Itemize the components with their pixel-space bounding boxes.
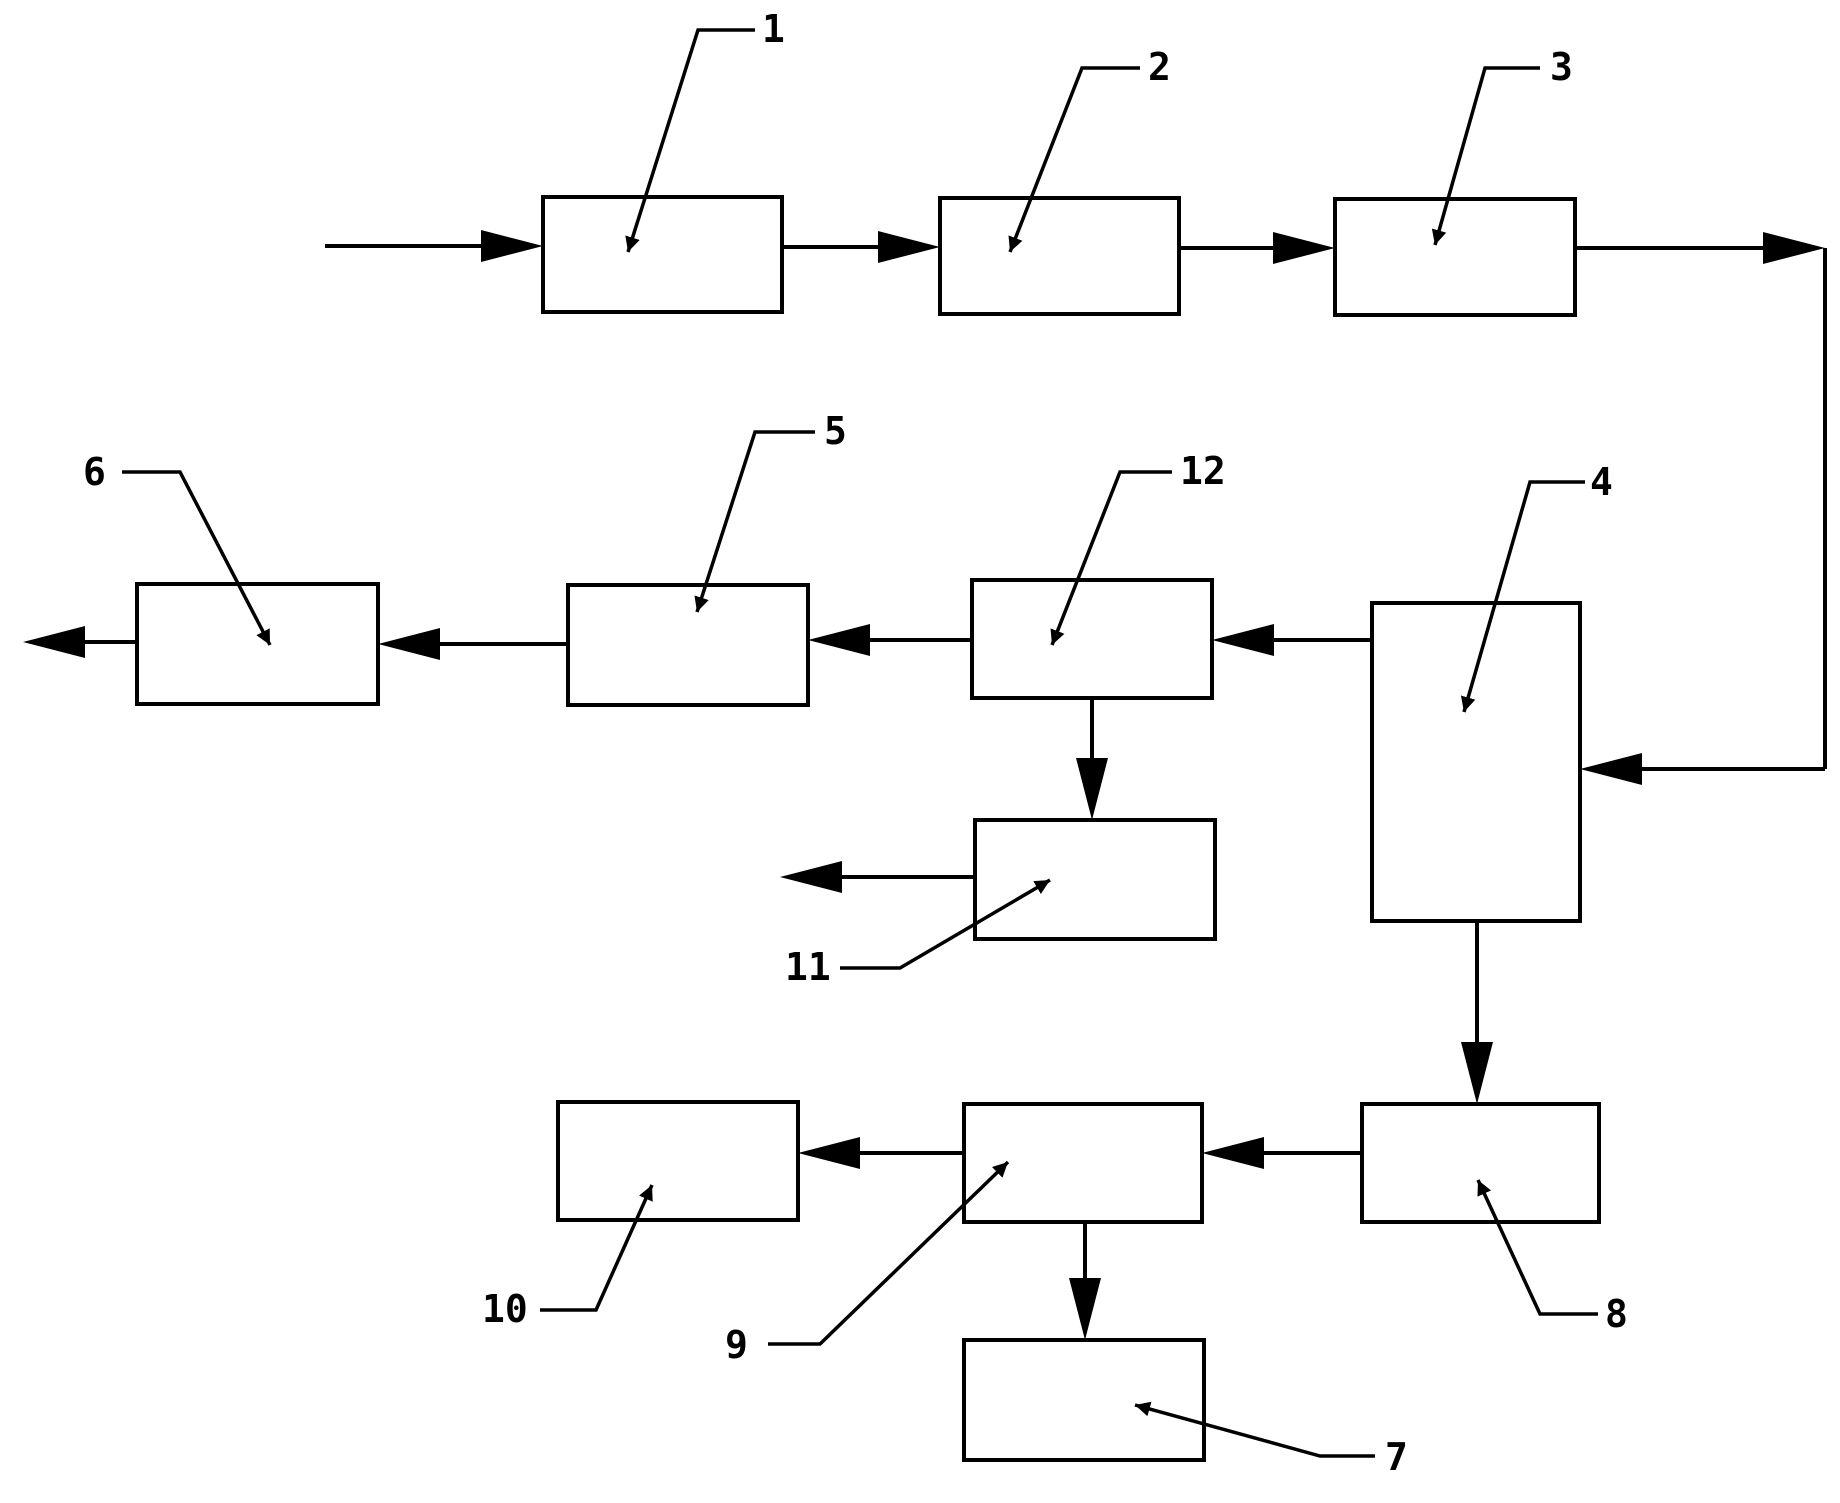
leader-line-8 xyxy=(1476,1179,1598,1316)
ref-label-8: 8 xyxy=(1605,1292,1628,1336)
leader-line-10 xyxy=(540,1184,654,1312)
leader-line-12 xyxy=(1050,470,1172,646)
leader-line-2 xyxy=(1008,66,1140,253)
flow-12-to-5 xyxy=(808,624,972,656)
ref-label-2: 2 xyxy=(1148,45,1171,89)
block-9 xyxy=(962,1102,1204,1224)
block-7 xyxy=(962,1338,1206,1462)
flow-12-to-11 xyxy=(1076,698,1108,820)
block-11 xyxy=(973,818,1217,941)
leader-line-5 xyxy=(694,430,815,613)
ref-label-12: 12 xyxy=(1180,449,1226,493)
block-10 xyxy=(556,1100,800,1222)
leader-line-1 xyxy=(625,28,755,253)
ref-label-6: 6 xyxy=(83,450,106,494)
flow-4-to-8 xyxy=(1461,921,1493,1104)
flow-9-to-10 xyxy=(798,1137,964,1169)
ref-label-9: 9 xyxy=(725,1323,748,1367)
flow-1-to-2 xyxy=(782,231,940,263)
flow-input-to-1 xyxy=(325,230,543,262)
flow-5-to-6 xyxy=(378,628,568,660)
ref-label-1: 1 xyxy=(762,7,785,51)
flow-8-to-9 xyxy=(1202,1137,1362,1169)
block-3 xyxy=(1333,197,1577,317)
ref-label-7: 7 xyxy=(1385,1435,1408,1479)
flow-11-output xyxy=(780,861,975,893)
leader-line-6 xyxy=(122,470,272,646)
flow-4-to-12 xyxy=(1212,624,1372,656)
leader-line-4 xyxy=(1460,480,1585,713)
ref-label-4: 4 xyxy=(1590,460,1613,504)
flow-2-to-3 xyxy=(1179,232,1335,264)
block-12 xyxy=(970,578,1214,700)
flow-6-output xyxy=(23,626,137,658)
block-8 xyxy=(1360,1102,1601,1224)
block-2 xyxy=(938,196,1181,316)
ref-label-3: 3 xyxy=(1550,45,1573,89)
ref-label-11: 11 xyxy=(785,945,831,989)
leader-line-9 xyxy=(768,1160,1010,1346)
flow-9-to-7 xyxy=(1069,1222,1101,1340)
ref-label-5: 5 xyxy=(824,409,847,453)
flow-3-to-4 xyxy=(1575,232,1827,785)
leader-line-11 xyxy=(840,878,1051,970)
block-1 xyxy=(541,195,784,314)
leader-line-3 xyxy=(1431,66,1540,246)
block-4 xyxy=(1370,601,1582,923)
ref-label-10: 10 xyxy=(482,1287,528,1331)
block-5 xyxy=(566,583,810,707)
leader-line-7 xyxy=(1134,1401,1375,1458)
block-6 xyxy=(135,582,380,706)
